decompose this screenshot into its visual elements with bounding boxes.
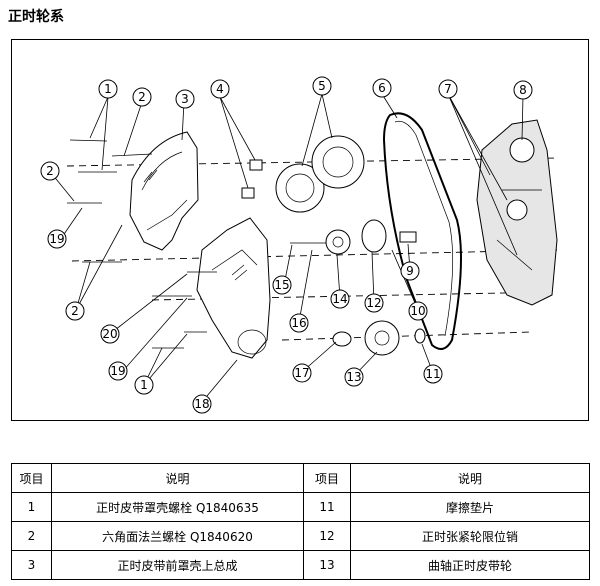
svg-text:4: 4 bbox=[216, 82, 224, 96]
callout-2-top: 2 bbox=[132, 87, 152, 107]
callout-19-left: 19 bbox=[47, 229, 67, 249]
parts-table-wrapper: 项目 说明 项目 说明 1 正时皮带罩壳螺栓 Q1840635 11 摩擦垫片 … bbox=[11, 463, 590, 580]
table-row: 2 六角面法兰螺栓 Q1840620 12 正时张紧轮限位销 bbox=[11, 521, 590, 551]
svg-text:6: 6 bbox=[378, 81, 386, 95]
svg-text:2: 2 bbox=[71, 304, 79, 318]
table-cell: 1 bbox=[11, 492, 52, 522]
table-row: 3 正时皮带前罩壳上总成 13 曲轴正时皮带轮 bbox=[11, 550, 590, 580]
upper-front-cover bbox=[129, 131, 199, 251]
svg-text:9: 9 bbox=[406, 264, 414, 278]
idler-pulley bbox=[361, 219, 387, 253]
svg-text:16: 16 bbox=[291, 316, 306, 330]
table-cell: 3 bbox=[11, 550, 52, 580]
table-header-row: 项目 说明 项目 说明 bbox=[11, 463, 590, 493]
camshaft-sprocket-right bbox=[311, 135, 365, 189]
svg-text:3: 3 bbox=[181, 92, 189, 106]
table-cell: 摩擦垫片 bbox=[350, 492, 590, 522]
callout-15: 15 bbox=[272, 275, 292, 295]
lower-front-cover bbox=[196, 217, 271, 359]
page-title: 正时轮系 bbox=[8, 9, 64, 25]
svg-text:5: 5 bbox=[318, 79, 326, 93]
spacer-lower bbox=[241, 187, 255, 199]
callout-2-left: 2 bbox=[40, 161, 60, 181]
callout-9: 9 bbox=[400, 261, 420, 281]
svg-text:1: 1 bbox=[104, 82, 112, 96]
callout-13: 13 bbox=[344, 367, 364, 387]
table-cell: 正时张紧轮限位销 bbox=[350, 521, 590, 551]
table-cell: 正时皮带罩壳螺栓 Q1840635 bbox=[51, 492, 304, 522]
callout-19-bottom: 19 bbox=[108, 361, 128, 381]
svg-text:20: 20 bbox=[102, 327, 117, 341]
svg-text:2: 2 bbox=[138, 90, 146, 104]
svg-text:10: 10 bbox=[410, 304, 425, 318]
svg-text:19: 19 bbox=[49, 232, 64, 246]
callout-2-bottom: 2 bbox=[65, 301, 85, 321]
callout-18: 18 bbox=[192, 394, 212, 414]
svg-text:17: 17 bbox=[294, 366, 309, 380]
table-row: 1 正时皮带罩壳螺栓 Q1840635 11 摩擦垫片 bbox=[11, 492, 590, 522]
timing-system-drawing: 1 2 3 4 5 6 7 8 2 19 2 20 19 1 18 15 16 … bbox=[40, 76, 558, 414]
cover-bolts bbox=[67, 139, 217, 349]
table-cell: 11 bbox=[303, 492, 351, 522]
exploded-diagram: 1 2 3 4 5 6 7 8 2 19 2 20 19 1 18 15 16 … bbox=[11, 39, 589, 421]
svg-text:2: 2 bbox=[46, 164, 54, 178]
svg-text:14: 14 bbox=[332, 292, 347, 306]
header-item: 项目 bbox=[11, 463, 52, 493]
callout-4: 4 bbox=[210, 79, 230, 99]
table-cell: 正时皮带前罩壳上总成 bbox=[51, 550, 304, 580]
callout-11: 11 bbox=[423, 364, 443, 384]
table-cell: 13 bbox=[303, 550, 351, 580]
timing-belt bbox=[382, 112, 462, 350]
parts-table: 项目 说明 项目 说明 1 正时皮带罩壳螺栓 Q1840635 11 摩擦垫片 … bbox=[11, 463, 590, 580]
svg-text:12: 12 bbox=[366, 296, 381, 310]
svg-text:19: 19 bbox=[110, 364, 125, 378]
table-cell: 六角面法兰螺栓 Q1840620 bbox=[51, 521, 304, 551]
svg-text:7: 7 bbox=[444, 82, 452, 96]
svg-text:11: 11 bbox=[425, 367, 440, 381]
spacer-upper bbox=[249, 159, 263, 171]
table-cell: 曲轴正时皮带轮 bbox=[350, 550, 590, 580]
header-description: 说明 bbox=[51, 463, 304, 493]
header-description: 说明 bbox=[350, 463, 590, 493]
header-item: 项目 bbox=[303, 463, 351, 493]
callout-20: 20 bbox=[100, 324, 120, 344]
callout-14: 14 bbox=[330, 289, 350, 309]
crankshaft-pulley bbox=[364, 320, 400, 356]
svg-text:18: 18 bbox=[194, 397, 209, 411]
callout-7: 7 bbox=[438, 79, 458, 99]
callout-16: 16 bbox=[289, 313, 309, 333]
callout-8: 8 bbox=[513, 80, 533, 100]
camshaft-sprocket-left bbox=[275, 163, 325, 213]
table-cell: 2 bbox=[11, 521, 52, 551]
callout-12: 12 bbox=[364, 293, 384, 313]
svg-text:15: 15 bbox=[274, 278, 289, 292]
callout-17: 17 bbox=[292, 363, 312, 383]
leader-lines bbox=[51, 93, 524, 403]
callout-6: 6 bbox=[372, 78, 392, 98]
svg-text:8: 8 bbox=[519, 83, 527, 97]
callout-1-top: 1 bbox=[98, 79, 118, 99]
crank-bolt bbox=[332, 331, 352, 347]
svg-text:13: 13 bbox=[346, 370, 361, 384]
callout-5: 5 bbox=[312, 76, 332, 96]
callout-3: 3 bbox=[175, 89, 195, 109]
svg-text:1: 1 bbox=[140, 378, 148, 392]
callout-1-bottom: 1 bbox=[134, 375, 154, 395]
tensioner-pulley bbox=[325, 229, 351, 255]
callout-10: 10 bbox=[408, 301, 428, 321]
table-cell: 12 bbox=[303, 521, 351, 551]
